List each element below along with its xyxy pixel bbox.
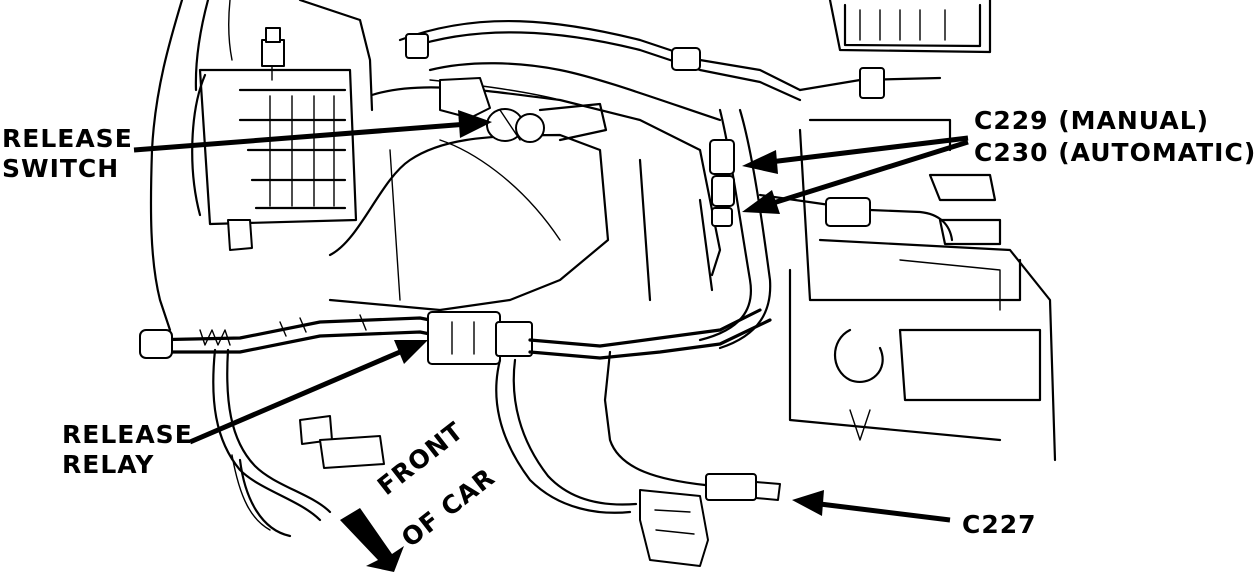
release-relay-arrow <box>189 349 401 445</box>
c227-arrow <box>819 501 951 523</box>
release-relay-label-line2: RELAY <box>62 450 155 479</box>
upper-harness <box>398 19 802 122</box>
c227-label: C227 <box>962 510 1037 539</box>
release-switch-label-line1: RELEASE <box>2 124 133 153</box>
c227-arrowhead <box>792 490 824 516</box>
top-connector <box>261 27 285 81</box>
wiring-diagram <box>133 0 1057 572</box>
c230-arrow <box>769 139 969 207</box>
release-switch-assembly <box>439 77 608 143</box>
right-harness <box>698 67 954 350</box>
c229-arrow <box>769 135 969 165</box>
c229-label: C229 (MANUAL) <box>974 106 1210 135</box>
vent-grille <box>191 68 358 251</box>
c230-arrowhead <box>742 190 780 214</box>
lower-harness <box>139 308 781 567</box>
release-relay-arrowhead <box>394 340 428 364</box>
left-harness <box>212 348 385 538</box>
release-switch-label-line2: SWITCH <box>2 154 120 183</box>
front-of-car-arrow <box>340 508 404 572</box>
right-dash-structure <box>788 0 1057 462</box>
release-relay-label-line1: RELEASE <box>62 420 193 449</box>
c230-label: C230 (AUTOMATIC) <box>974 138 1256 167</box>
leader-arrows <box>133 110 969 572</box>
c229-arrowhead <box>742 150 778 174</box>
release-switch-arrow <box>133 121 469 153</box>
release-switch-arrowhead <box>458 110 492 138</box>
